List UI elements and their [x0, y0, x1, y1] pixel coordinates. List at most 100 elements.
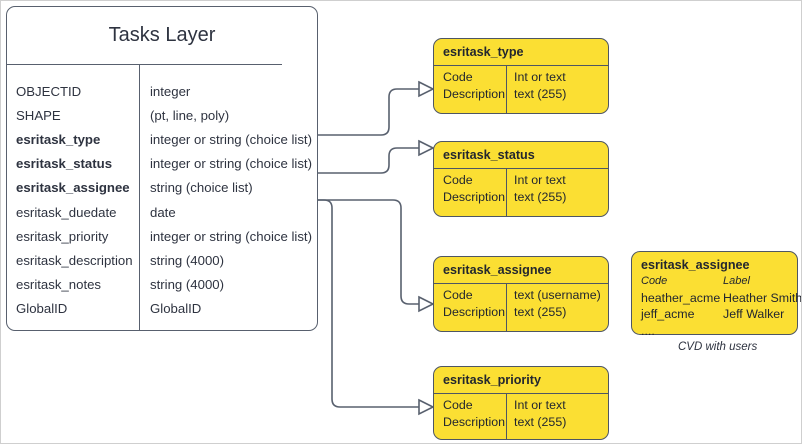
entity-row[interactable]: esritask_duedate date — [7, 200, 317, 224]
field-type: (pt, line, poly) — [150, 107, 230, 123]
connector-priority — [318, 199, 419, 408]
field-type: integer or string (choice list) — [150, 131, 312, 147]
field-name: esritask_duedate — [16, 204, 117, 220]
connector-type — [318, 88, 419, 136]
arrowhead-type — [418, 80, 435, 98]
lookup-cell: text (username) — [514, 288, 601, 302]
cvd-value-grid: Code Label heather_acme Heather Smith je… — [641, 273, 801, 339]
field-name: SHAPE — [16, 107, 61, 123]
field-type: date — [150, 204, 176, 220]
entity-field-list: OBJECTID integer SHAPE (pt, line, poly) … — [7, 79, 317, 321]
entity-column-divider — [139, 64, 140, 330]
lookup-title-divider — [434, 393, 608, 394]
arrowhead-assignee — [418, 295, 435, 313]
cvd-code-cell: jeff_acme — [641, 307, 695, 321]
field-name: OBJECTID — [16, 83, 82, 99]
field-name: esritask_assignee — [16, 180, 130, 196]
field-name: esritask_notes — [16, 277, 102, 293]
lookup-table-esritask-priority[interactable]: esritask_priority Code Description Int o… — [433, 366, 609, 440]
lookup-column-divider — [506, 393, 507, 439]
lookup-table-esritask-assignee[interactable]: esritask_assignee Code Description text … — [433, 256, 609, 332]
field-type: integer or string (choice list) — [150, 228, 312, 244]
connector-status — [318, 147, 419, 174]
entity-row[interactable]: esritask_description string (4000) — [7, 248, 317, 272]
cvd-title: esritask_assignee — [641, 258, 750, 272]
lookup-title-divider — [434, 168, 608, 169]
lookup-title-divider — [434, 283, 608, 284]
field-type: GlobalID — [150, 301, 202, 317]
lookup-code-column: Code Description — [434, 172, 506, 206]
lookup-cell: text (255) — [514, 415, 567, 429]
connector-assignee — [318, 199, 419, 305]
lookup-cell: Description — [443, 415, 505, 429]
lookup-table-esritask-status[interactable]: esritask_status Code Description Int or … — [433, 141, 609, 217]
lookup-type-column: text (username) text (255) — [506, 287, 601, 321]
lookup-code-column: Code Description — [434, 397, 506, 431]
field-type: integer or string (choice list) — [150, 156, 312, 172]
cvd-label-cell: Heather Smith — [723, 290, 802, 305]
cvd-ellipsis: .... — [641, 323, 655, 338]
cvd-caption: CVD with users — [678, 341, 758, 353]
lookup-table-esritask-type[interactable]: esritask_type Code Description Int or te… — [433, 38, 609, 114]
field-name: esritask_description — [16, 252, 133, 268]
entity-row[interactable]: OBJECTID integer — [7, 79, 317, 103]
entity-row[interactable]: esritask_notes string (4000) — [7, 273, 317, 297]
lookup-body: Code Description Int or text text (255) — [434, 397, 608, 431]
lookup-cell: Int or text — [514, 398, 566, 412]
cvd-header-code: Code — [641, 275, 668, 287]
cvd-ellipsis-spacer — [723, 323, 801, 340]
cvd-header-label: Label — [723, 275, 750, 287]
entity-title-divider — [7, 64, 282, 65]
entity-row[interactable]: esritask_priority integer or string (cho… — [7, 224, 317, 248]
lookup-title: esritask_assignee — [443, 263, 552, 277]
field-type: string (choice list) — [150, 180, 253, 196]
lookup-cell: text (255) — [514, 87, 567, 101]
arrowhead-status — [418, 139, 435, 157]
field-name: GlobalID — [16, 301, 68, 317]
lookup-body: Code Description text (username) text (2… — [434, 287, 608, 321]
lookup-type-column: Int or text text (255) — [506, 397, 566, 431]
field-name: esritask_status — [16, 156, 113, 172]
cvd-code-cell: heather_acme — [641, 290, 721, 305]
lookup-title: esritask_status — [443, 148, 535, 162]
lookup-type-column: Int or text text (255) — [506, 69, 566, 103]
lookup-cell: text (255) — [514, 305, 567, 319]
lookup-body: Code Description Int or text text (255) — [434, 172, 608, 206]
entity-row[interactable]: esritask_assignee string (choice list) — [7, 176, 317, 200]
lookup-column-divider — [506, 65, 507, 113]
lookup-title: esritask_priority — [443, 373, 542, 387]
lookup-cell: text (255) — [514, 190, 567, 204]
lookup-cell: Code — [443, 288, 473, 302]
lookup-cell: Code — [443, 173, 473, 187]
lookup-cell: Code — [443, 398, 473, 412]
lookup-type-column: Int or text text (255) — [506, 172, 566, 206]
cvd-values-box[interactable]: esritask_assignee Code Label heather_acm… — [631, 251, 801, 338]
entity-row[interactable]: GlobalID GlobalID — [7, 297, 317, 321]
entity-row[interactable]: esritask_type integer or string (choice … — [7, 127, 317, 151]
lookup-cell: Description — [443, 87, 505, 101]
lookup-title: esritask_type — [443, 45, 524, 59]
lookup-cell: Description — [443, 305, 505, 319]
field-type: integer — [150, 83, 191, 99]
entity-title: Tasks Layer — [108, 24, 216, 46]
lookup-code-column: Code Description — [434, 287, 506, 321]
lookup-cell: Int or text — [514, 173, 566, 187]
lookup-cell: Description — [443, 190, 505, 204]
lookup-cell: Int or text — [514, 70, 566, 84]
field-type: string (4000) — [150, 277, 225, 293]
entity-row[interactable]: SHAPE (pt, line, poly) — [7, 103, 317, 127]
lookup-code-column: Code Description — [434, 69, 506, 103]
entity-row[interactable]: esritask_status integer or string (choic… — [7, 152, 317, 176]
arrowhead-priority — [418, 398, 435, 416]
lookup-column-divider — [506, 283, 507, 331]
lookup-cell: Code — [443, 70, 473, 84]
field-name: esritask_priority — [16, 228, 109, 244]
lookup-body: Code Description Int or text text (255) — [434, 69, 608, 103]
field-name: esritask_type — [16, 131, 101, 147]
lookup-title-divider — [434, 65, 608, 66]
tasks-layer-entity[interactable]: Tasks Layer OBJECTID integer SHAPE (pt, … — [6, 6, 318, 331]
cvd-label-cell: Jeff Walker — [723, 307, 785, 321]
lookup-column-divider — [506, 168, 507, 216]
